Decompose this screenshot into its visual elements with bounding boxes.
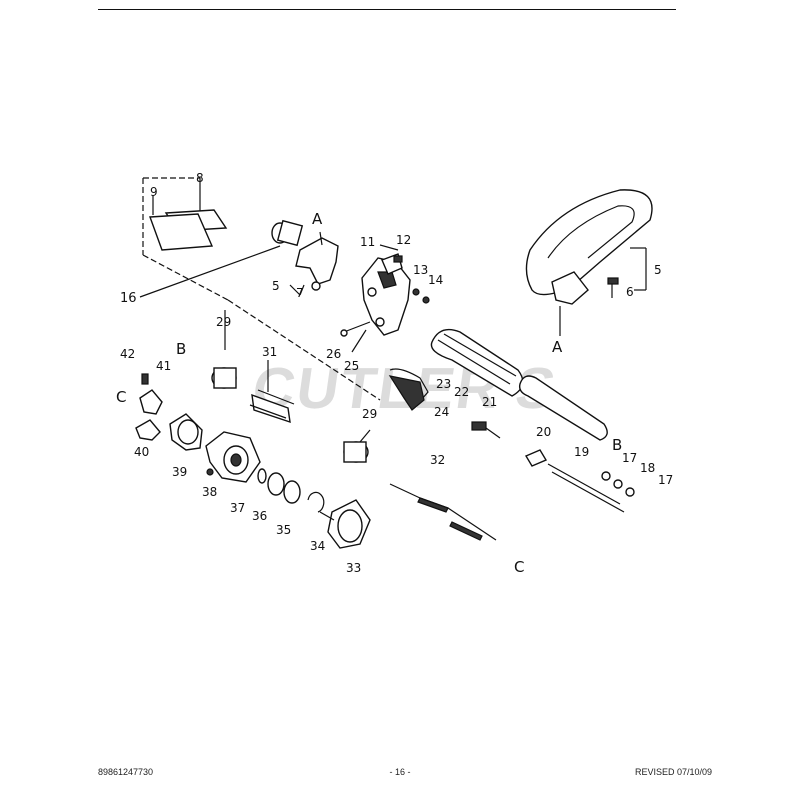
throttle-housing-group: [340, 244, 430, 353]
bracket-part: [295, 237, 339, 285]
callout-41: 41: [156, 359, 171, 373]
callout-23: 23: [436, 377, 451, 391]
callout-26: 26: [326, 347, 341, 361]
callout-36: 36: [252, 509, 267, 523]
callout-9: 9: [150, 185, 158, 199]
callout-5b: 5: [654, 263, 662, 277]
loop-handle-group: [525, 189, 653, 336]
callout-6: 6: [626, 285, 634, 299]
callout-17b: 17: [658, 473, 673, 487]
callout-25: 25: [344, 359, 359, 373]
ref-b-tube: B: [612, 436, 622, 454]
ring-36: [257, 468, 267, 484]
callout-20: 20: [536, 425, 551, 439]
sleeve-31: [251, 393, 291, 424]
clamp-41: [139, 389, 163, 415]
clamp-40: [135, 419, 161, 441]
callout-14: 14: [428, 273, 443, 287]
ref-a-top: A: [312, 210, 323, 228]
callout-18: 18: [640, 461, 655, 475]
callout-29b: 29: [362, 407, 377, 421]
callout-39: 39: [172, 465, 187, 479]
ref-b-left: B: [176, 340, 186, 358]
bearing-35b: [283, 480, 301, 504]
callout-35: 35: [276, 523, 291, 537]
callout-22: 22: [454, 385, 469, 399]
ref-a-handle: A: [552, 338, 563, 356]
callout-42: 42: [120, 347, 135, 361]
footer-part-number: 89861247730: [98, 767, 154, 777]
ref-c-shaft: C: [514, 558, 524, 576]
callout-33: 33: [346, 561, 361, 575]
callout-31: 31: [262, 345, 277, 359]
footer-revision: REVISED 07/10/09: [634, 767, 712, 777]
decal-part-9: [149, 213, 214, 251]
callout-37: 37: [230, 501, 245, 515]
callout-29: 29: [216, 315, 231, 329]
ref-c-left: C: [116, 388, 126, 406]
callout-32: 32: [430, 453, 445, 467]
tube-b: [518, 375, 608, 441]
callout-16: 16: [120, 291, 137, 306]
footer-page-number: - 16 -: [389, 767, 411, 777]
callout-5: 5: [272, 279, 280, 293]
gearhead-group: [135, 373, 371, 549]
grip-group: [388, 328, 608, 441]
throttle-bracket-group: [139, 219, 339, 298]
reference-letters: A A B B C C: [116, 210, 622, 576]
callout-13: 13: [413, 263, 428, 277]
cable-group: [389, 421, 635, 541]
callout-11: 11: [360, 235, 375, 249]
callout-40: 40: [134, 445, 149, 459]
decal-group: [142, 177, 381, 401]
callout-21: 21: [482, 395, 497, 409]
callout-8: 8: [196, 171, 204, 185]
bearing-35a: [267, 472, 285, 496]
callout-17: 17: [622, 451, 637, 465]
callout-12: 12: [396, 233, 411, 247]
callout-24: 24: [434, 405, 449, 419]
callout-34: 34: [310, 539, 325, 553]
callout-19: 19: [574, 445, 589, 459]
top-rule: [98, 9, 676, 10]
loop-handle: [525, 189, 653, 296]
callout-38: 38: [202, 485, 217, 499]
callout-7: 7: [296, 286, 304, 300]
ferrule-20: [524, 449, 548, 467]
shaft-and-sleeve: [211, 310, 371, 463]
callout-labels: 8 9 16 5 7 11 12 13 14 26 25 29 31 42 41…: [120, 171, 673, 575]
